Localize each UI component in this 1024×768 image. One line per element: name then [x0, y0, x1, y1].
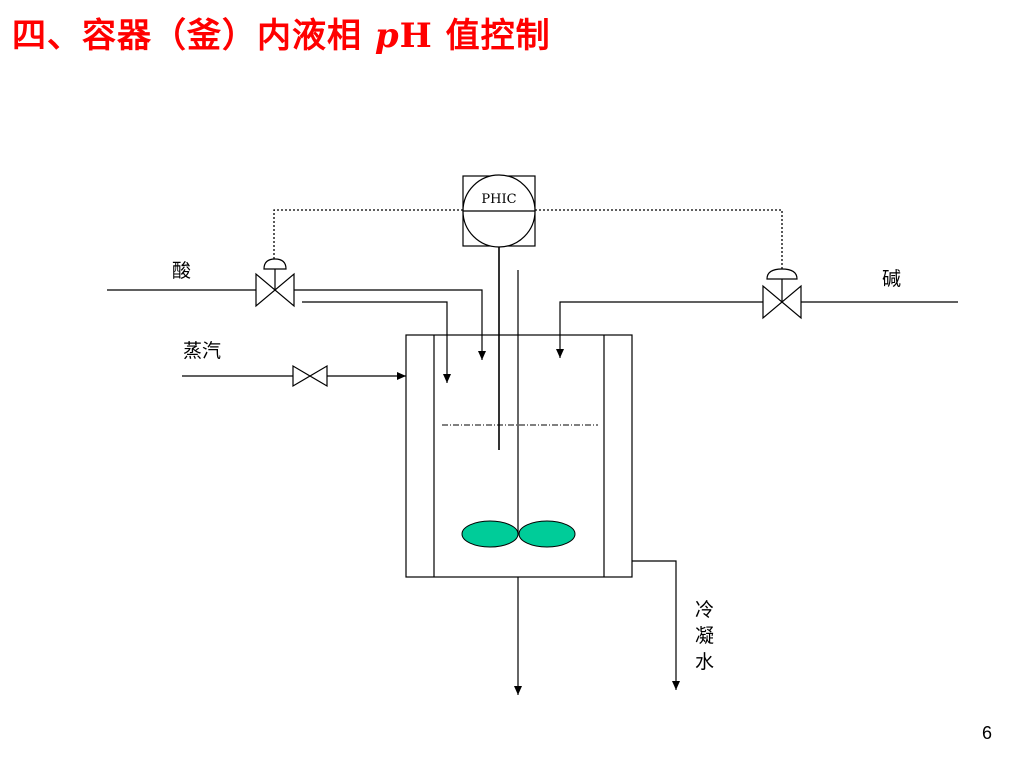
steam-label: 蒸汽 — [183, 340, 221, 362]
page-number: 6 — [981, 723, 992, 743]
title-ph-italic: p — [374, 16, 400, 56]
phic-controller: PHIC — [462, 174, 536, 248]
title-suffix: H 值控制 — [399, 16, 551, 56]
condensate-char-2: 凝 — [695, 625, 714, 647]
condensate-char-1: 冷 — [695, 599, 714, 621]
steam-valve — [292, 364, 328, 388]
signal-line-base — [535, 209, 783, 269]
controller-tag: PHIC — [481, 192, 516, 207]
condensate-char-3: 水 — [695, 651, 714, 673]
condensate-outlet-line — [632, 560, 680, 690]
base-control-valve — [762, 268, 802, 320]
base-feed-line — [556, 301, 763, 358]
title-prefix: 四、容器（釜）内液相 — [12, 16, 375, 56]
acid-branch-line — [302, 301, 451, 383]
signal-line-acid — [273, 209, 463, 259]
impeller-blade-left — [461, 520, 519, 548]
acid-control-valve — [255, 258, 295, 308]
base-valve-actuator — [766, 268, 798, 280]
slide-title: 四、容器（釜）内液相 pH 值控制 — [12, 8, 551, 57]
base-label: 碱 — [882, 268, 901, 290]
acid-label: 酸 — [172, 260, 191, 282]
vessel-outer — [405, 334, 633, 578]
acid-feed-line — [294, 289, 486, 360]
acid-valve-actuator — [263, 258, 287, 270]
impeller-blade-right — [518, 520, 576, 548]
vessel — [405, 334, 633, 578]
signal-lines — [273, 209, 783, 269]
